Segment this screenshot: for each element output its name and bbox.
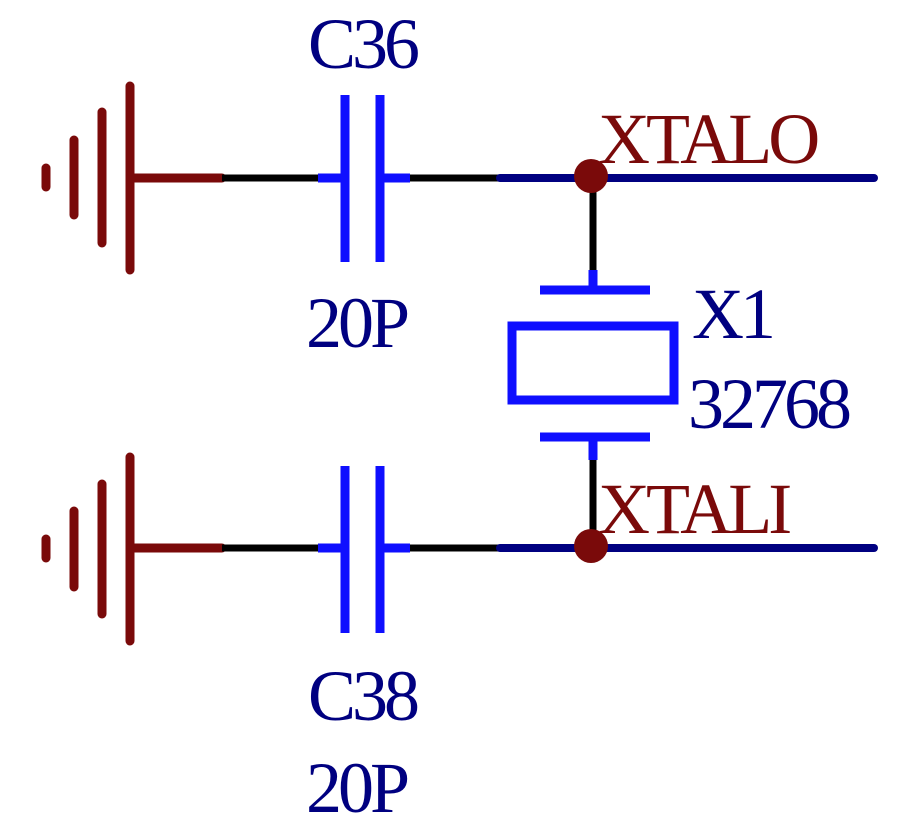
capacitor-c36-icon — [318, 95, 410, 262]
c36-value: 20P — [306, 283, 408, 363]
c36-designator: C36 — [308, 4, 418, 84]
ground-symbol-icon — [41, 81, 227, 275]
c38-value: 20P — [306, 748, 408, 828]
junction-dot-icon — [574, 529, 608, 563]
x1-value: 32768 — [688, 364, 850, 444]
c38-designator: C38 — [308, 656, 418, 736]
crystal-oscillator-icon — [507, 270, 679, 460]
net-label-xtalo: XTALO — [598, 99, 818, 179]
junction-dot-icon — [574, 159, 608, 193]
net-label-xtali: XTALI — [598, 469, 790, 549]
ground-symbol-icon — [41, 452, 227, 646]
x1-designator: X1 — [692, 274, 772, 354]
capacitor-c38-icon — [318, 466, 410, 633]
